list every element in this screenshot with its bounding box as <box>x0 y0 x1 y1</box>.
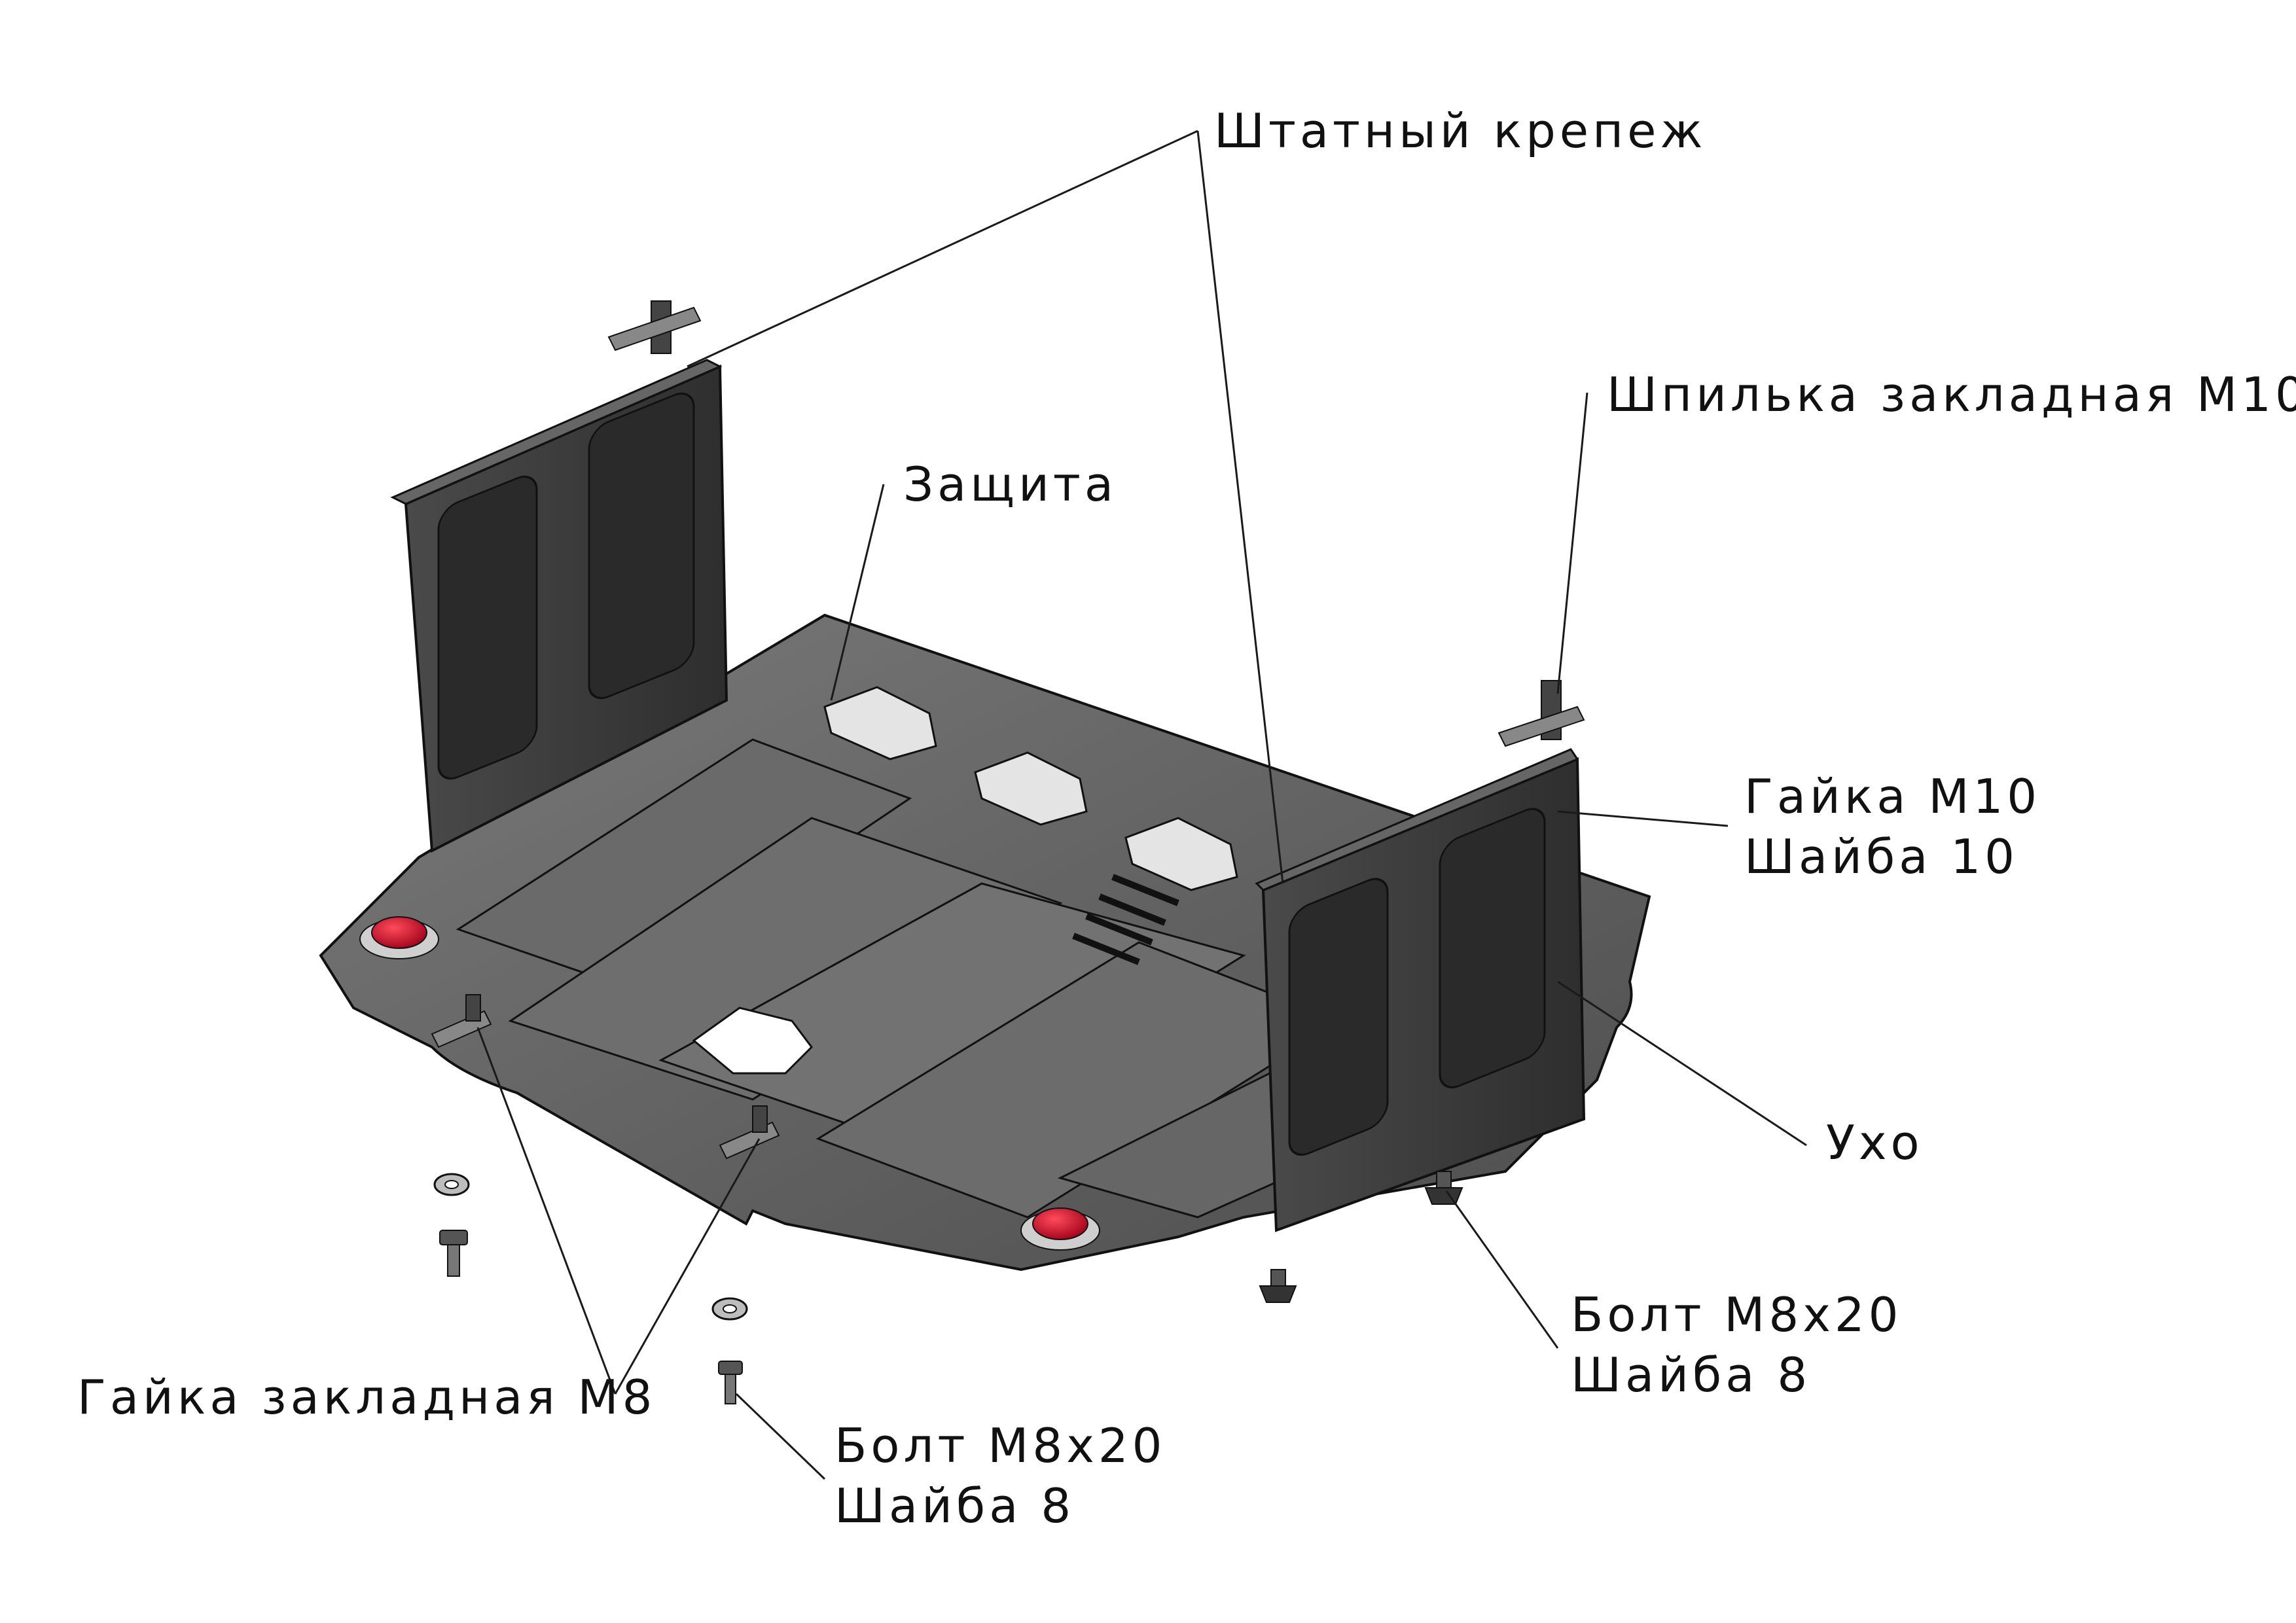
label-bolt-center-line2: Шайба 8 <box>834 1478 1075 1533</box>
stud-icon <box>607 300 702 354</box>
label-bolt-center-line1: Болт М8х20 <box>834 1418 1166 1473</box>
label-bolt-right-line2: Шайба 8 <box>1571 1347 1812 1402</box>
bolt-icon <box>1259 1269 1297 1303</box>
label-stud-m10: Шпилька закладная М10 <box>1607 367 2296 422</box>
washer-icon <box>433 1173 470 1196</box>
washer-icon <box>711 1297 748 1321</box>
ear-left <box>390 359 728 853</box>
label-ear: Ухо <box>1826 1115 1924 1170</box>
stud-icon <box>1498 680 1585 747</box>
label-washer-10: Шайба 10 <box>1744 829 2018 884</box>
embedded-nut-icon <box>431 994 492 1048</box>
rubber-plug-icon <box>359 916 439 959</box>
label-nut-m10: Гайка М10 <box>1744 769 2041 824</box>
label-embedded-nut-m8: Гайка закладная М8 <box>77 1370 656 1425</box>
bolt-icon <box>718 1361 743 1404</box>
rubber-plug-icon <box>1020 1207 1100 1251</box>
ear-right <box>1255 748 1586 1232</box>
bolt-icon <box>439 1230 468 1277</box>
label-standard-fasteners: Штатный крепеж <box>1214 103 1707 158</box>
label-guard: Защита <box>903 457 1117 512</box>
embedded-nut-icon <box>719 1105 780 1160</box>
leader-lines <box>476 130 1807 1480</box>
label-bolt-right-line1: Болт М8х20 <box>1571 1287 1903 1342</box>
